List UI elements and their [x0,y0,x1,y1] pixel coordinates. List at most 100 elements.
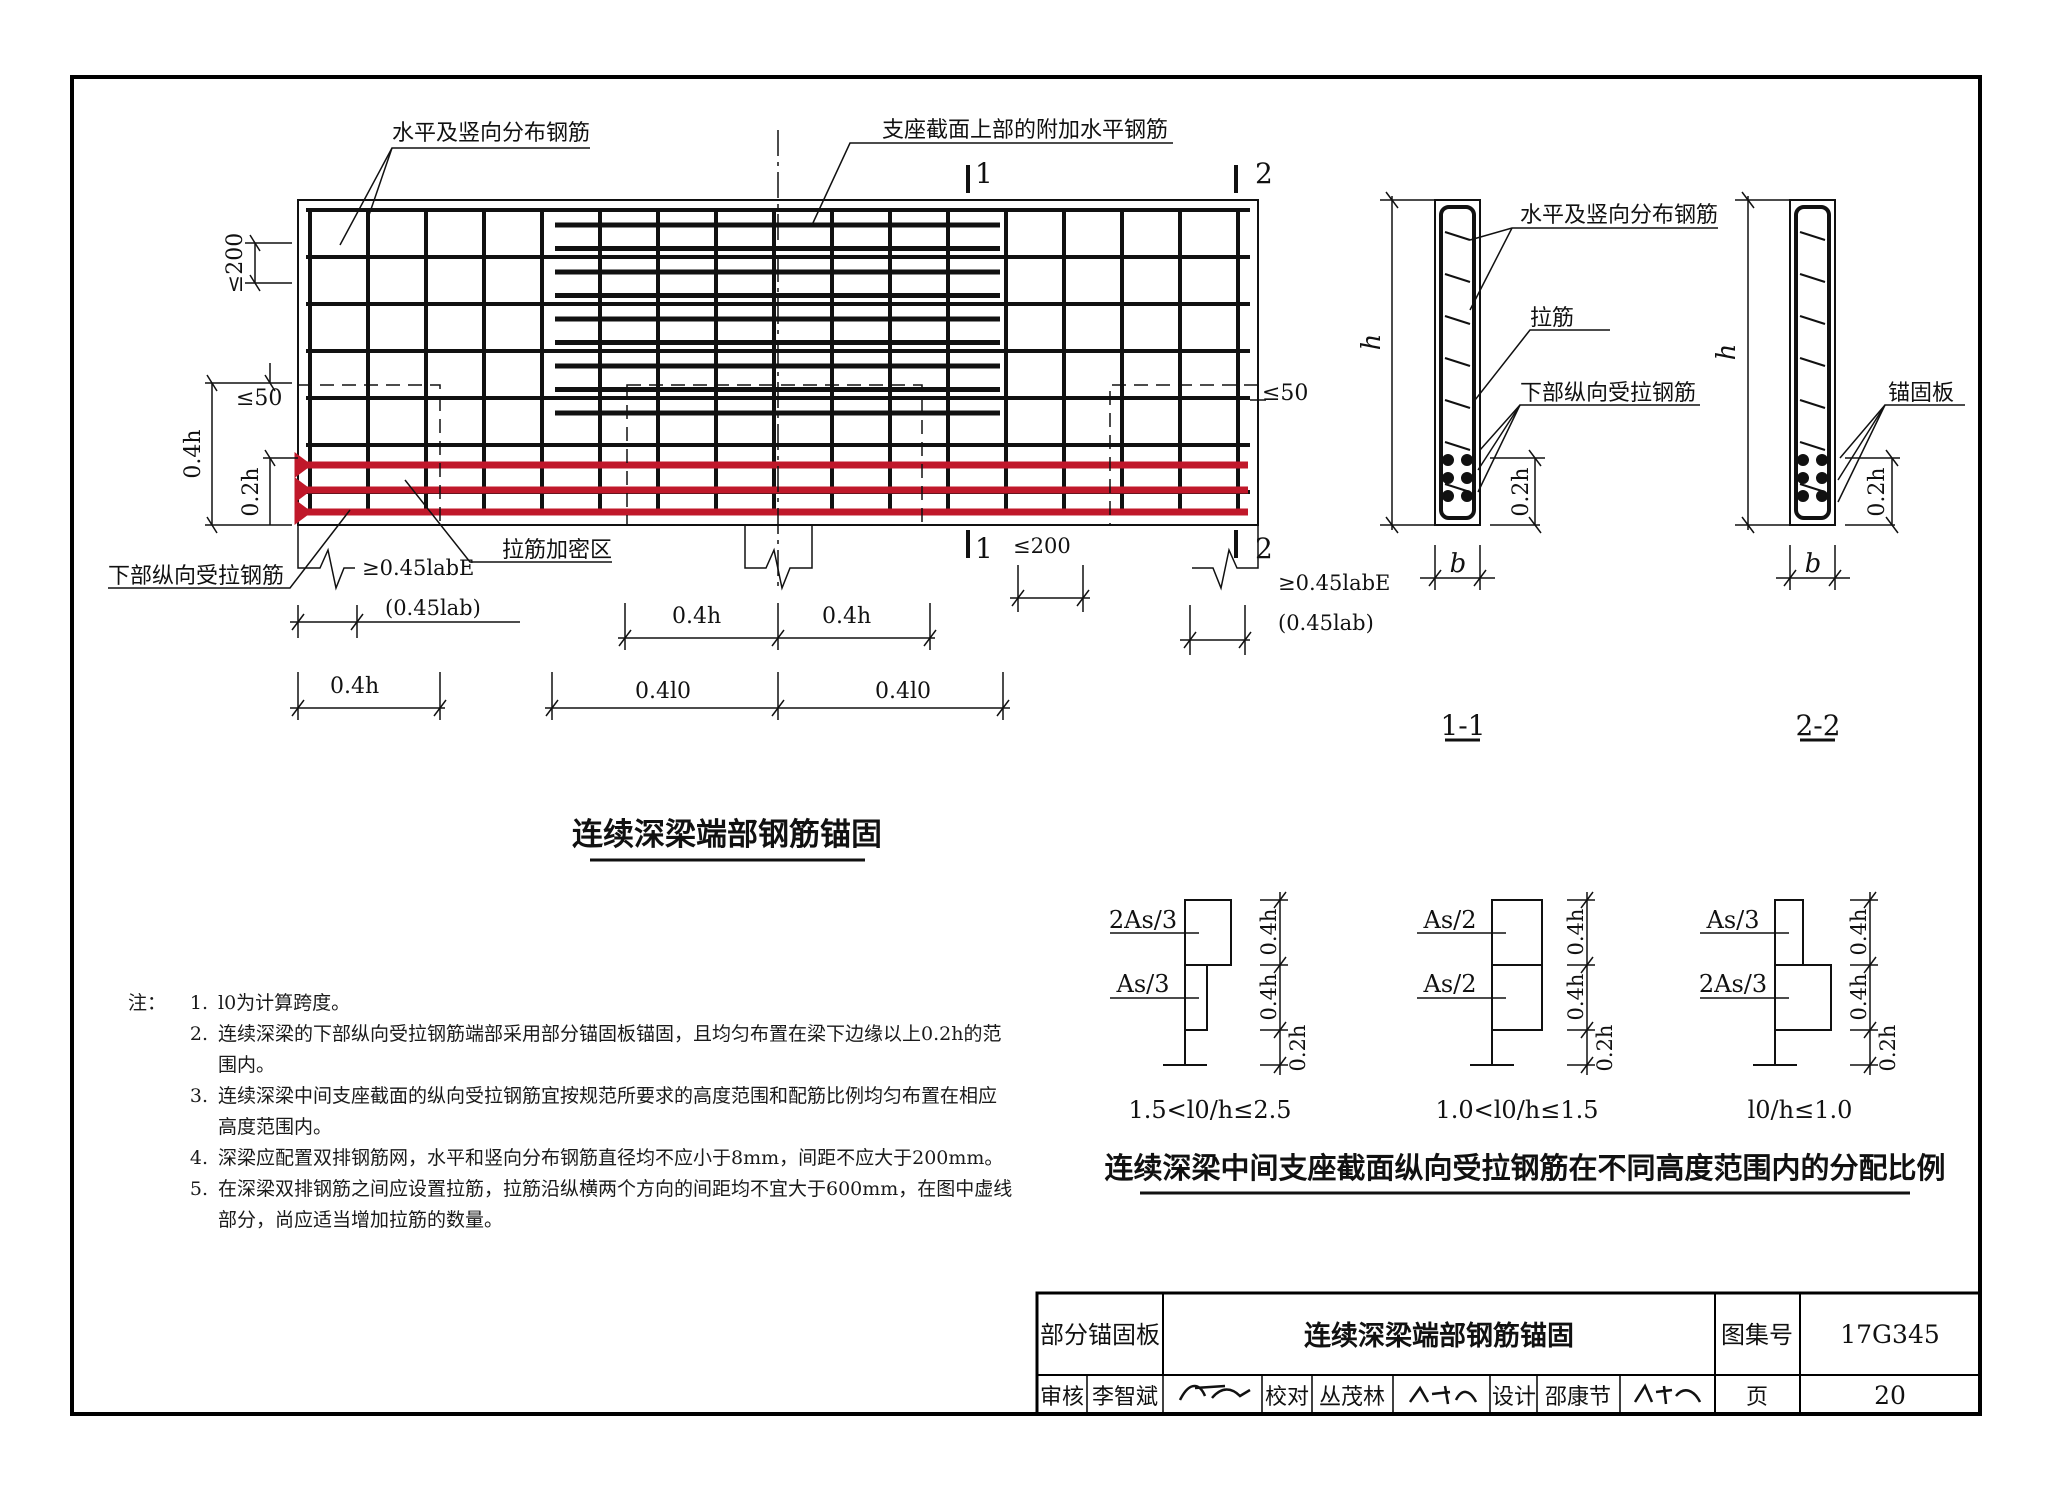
ratio-condition: 1.5<l0/h≤2.5 [1128,1096,1291,1124]
ratio-dim-04h-upper: 0.4h [1847,909,1871,956]
reviewer-signature [1178,1384,1251,1401]
tension-bar-dot [1442,490,1454,502]
ratio-dim-tick [1863,1021,1877,1039]
section-2-outline [1789,199,1836,526]
sheet-frame [70,75,1982,1416]
dim-04h-left: 0.4h [330,674,379,699]
section-1-title: 1-1 [1440,709,1485,742]
tension-bar-dot [1816,454,1828,466]
ratio-lower-label: As/2 [1422,970,1476,998]
section-1-1 [1380,191,1718,742]
support-symbols [297,525,1259,591]
tb-category: 部分锚固板 [1040,1321,1160,1349]
ratio-case-2: As/2As/20.4h0.4h0.2h1.0<l0/h≤1.5 [1417,891,1617,1124]
section-1-height-label: h [1357,334,1387,351]
ratio-dim-04h-lower: 0.4h [1564,974,1588,1021]
section-2-bottom-mark: 2 [1255,532,1273,565]
cross-tie [1444,273,1471,283]
anchor-lab-right: (0.45lab) [1278,611,1374,635]
cross-tie [1799,231,1826,241]
anchor-labE-left: ≥0.45labE [362,556,474,580]
tension-bar-dot [1461,454,1473,466]
section-1-top-mark: 1 [975,157,993,190]
ratio-dim-tick [1580,1021,1594,1039]
ratio-dim-04h-lower: 0.4h [1847,974,1871,1021]
ratio-condition: 1.0<l0/h≤1.5 [1435,1096,1598,1124]
ratio-dim-04h-lower: 0.4h [1257,974,1281,1021]
tb-atlas-number: 17G345 [1840,1320,1940,1349]
cross-tie [1799,357,1826,367]
ratio-lower-label: As/3 [1115,970,1169,998]
section-1-width-label: b [1450,549,1467,579]
section-1-bottom-mark: 1 [975,532,993,565]
designer-signature [1633,1383,1702,1405]
anchor-labE-right: ≥0.45labE [1278,571,1390,595]
note-3: 3. 连续深梁中间支座截面的纵向受拉钢筋宜按规范所要求的高度范围和配筋比例均匀布… [189,1085,998,1107]
tb-drawing-title: 连续深梁端部钢筋锚固 [1304,1320,1574,1352]
bottom-tension-bars [294,452,1248,525]
tb-atlas-label: 图集号 [1721,1321,1793,1349]
notes: 注： 1. l0为计算跨度。 2. 连续深梁的下部纵向受拉钢筋端部采用部分锚固板… [128,988,1028,1236]
label-tie-dense-zone: 拉筋加密区 [502,538,612,563]
main-figure-title: 连续深梁端部钢筋锚固 [572,817,882,853]
title-block [1035,1291,1982,1416]
tension-bar-dot [1797,490,1809,502]
tie-dense-zones [298,384,1258,526]
dim-02h-vertical: 0.2h [239,467,264,516]
ratio-dim-tick [1273,1021,1287,1039]
ratio-dim-tick [1273,1056,1287,1074]
section-2-anchor-plate-label: 锚固板 [1888,381,1954,406]
tension-bar-dot [1797,454,1809,466]
section-markers [966,165,1238,558]
elevation-dimensions [205,234,1266,720]
leader-lines [108,142,1173,589]
ratio-dim-02h: 0.2h [1593,1025,1617,1072]
ratio-dim-tick [1273,956,1287,974]
tb-design-label: 设计 [1492,1385,1536,1410]
label-support-top-bars: 支座截面上部的附加水平钢筋 [882,118,1168,143]
ratio-lower-label: 2As/3 [1699,970,1767,998]
cross-tie [1444,357,1471,367]
beam-elevation [108,130,1259,591]
section-2-top-mark: 2 [1255,157,1273,190]
dim-le50-left: ≤50 [236,386,282,411]
tb-page-number: 20 [1874,1381,1906,1410]
dim-04l0-right: 0.4l0 [875,679,931,704]
cross-tie [1799,315,1826,325]
note-2-cont: 围内。 [218,1054,276,1076]
note-4: 4. 深梁应配置双排钢筋网，水平和竖向分布钢筋直径均不应小于8mm，间距不应大于… [189,1147,1004,1169]
tension-bar-dot [1461,490,1473,502]
ratio-condition: l0/h≤1.0 [1748,1096,1853,1124]
tb-checker: 丛茂林 [1319,1385,1385,1410]
note-2: 2. 连续深梁的下部纵向受拉钢筋端部采用部分锚固板锚固，且均匀布置在梁下边缘以上… [189,1023,1002,1045]
section-1-distribution-bars [1439,205,1476,520]
ratio-title: 连续深梁中间支座截面纵向受拉钢筋在不同高度范围内的分配比例 [1104,1151,1945,1185]
ratio-case-1: 2As/3As/30.4h0.4h0.2h1.5<l0/h≤2.5 [1109,891,1310,1124]
section-2-height-label: h [1712,344,1742,361]
ratio-dim-tick [1580,891,1594,909]
ratio-dim-tick [1580,956,1594,974]
dim-le200-vertical: ≤200 [223,233,248,293]
section-1-tension-label: 下部纵向受拉钢筋 [1520,381,1696,406]
tension-bar-dot [1797,472,1809,484]
tie-zone-right [1109,384,1258,525]
ratio-dim-tick [1580,1056,1594,1074]
section-1-02h-label: 0.2h [1509,467,1534,516]
note-1: 注： 1. l0为计算跨度。 [128,988,1028,1019]
tb-reviewer: 李智斌 [1092,1385,1158,1410]
checker-signature [1408,1385,1478,1405]
dim-le50-right: ≤50 [1262,381,1308,406]
tension-bar-dot [1442,454,1454,466]
cross-tie [1799,441,1826,451]
cross-tie [1444,315,1471,325]
label-bottom-tension-bars: 下部纵向受拉钢筋 [108,564,284,589]
tension-bar-dot [1461,472,1473,484]
tie-zone-left [298,384,441,525]
dim-04h-mid-right: 0.4h [822,604,871,629]
section-2-ties [1797,231,1828,502]
section-2-02h-label: 0.2h [1865,467,1890,516]
ratio-dim-tick [1863,956,1877,974]
section-1-ties [1442,231,1473,502]
